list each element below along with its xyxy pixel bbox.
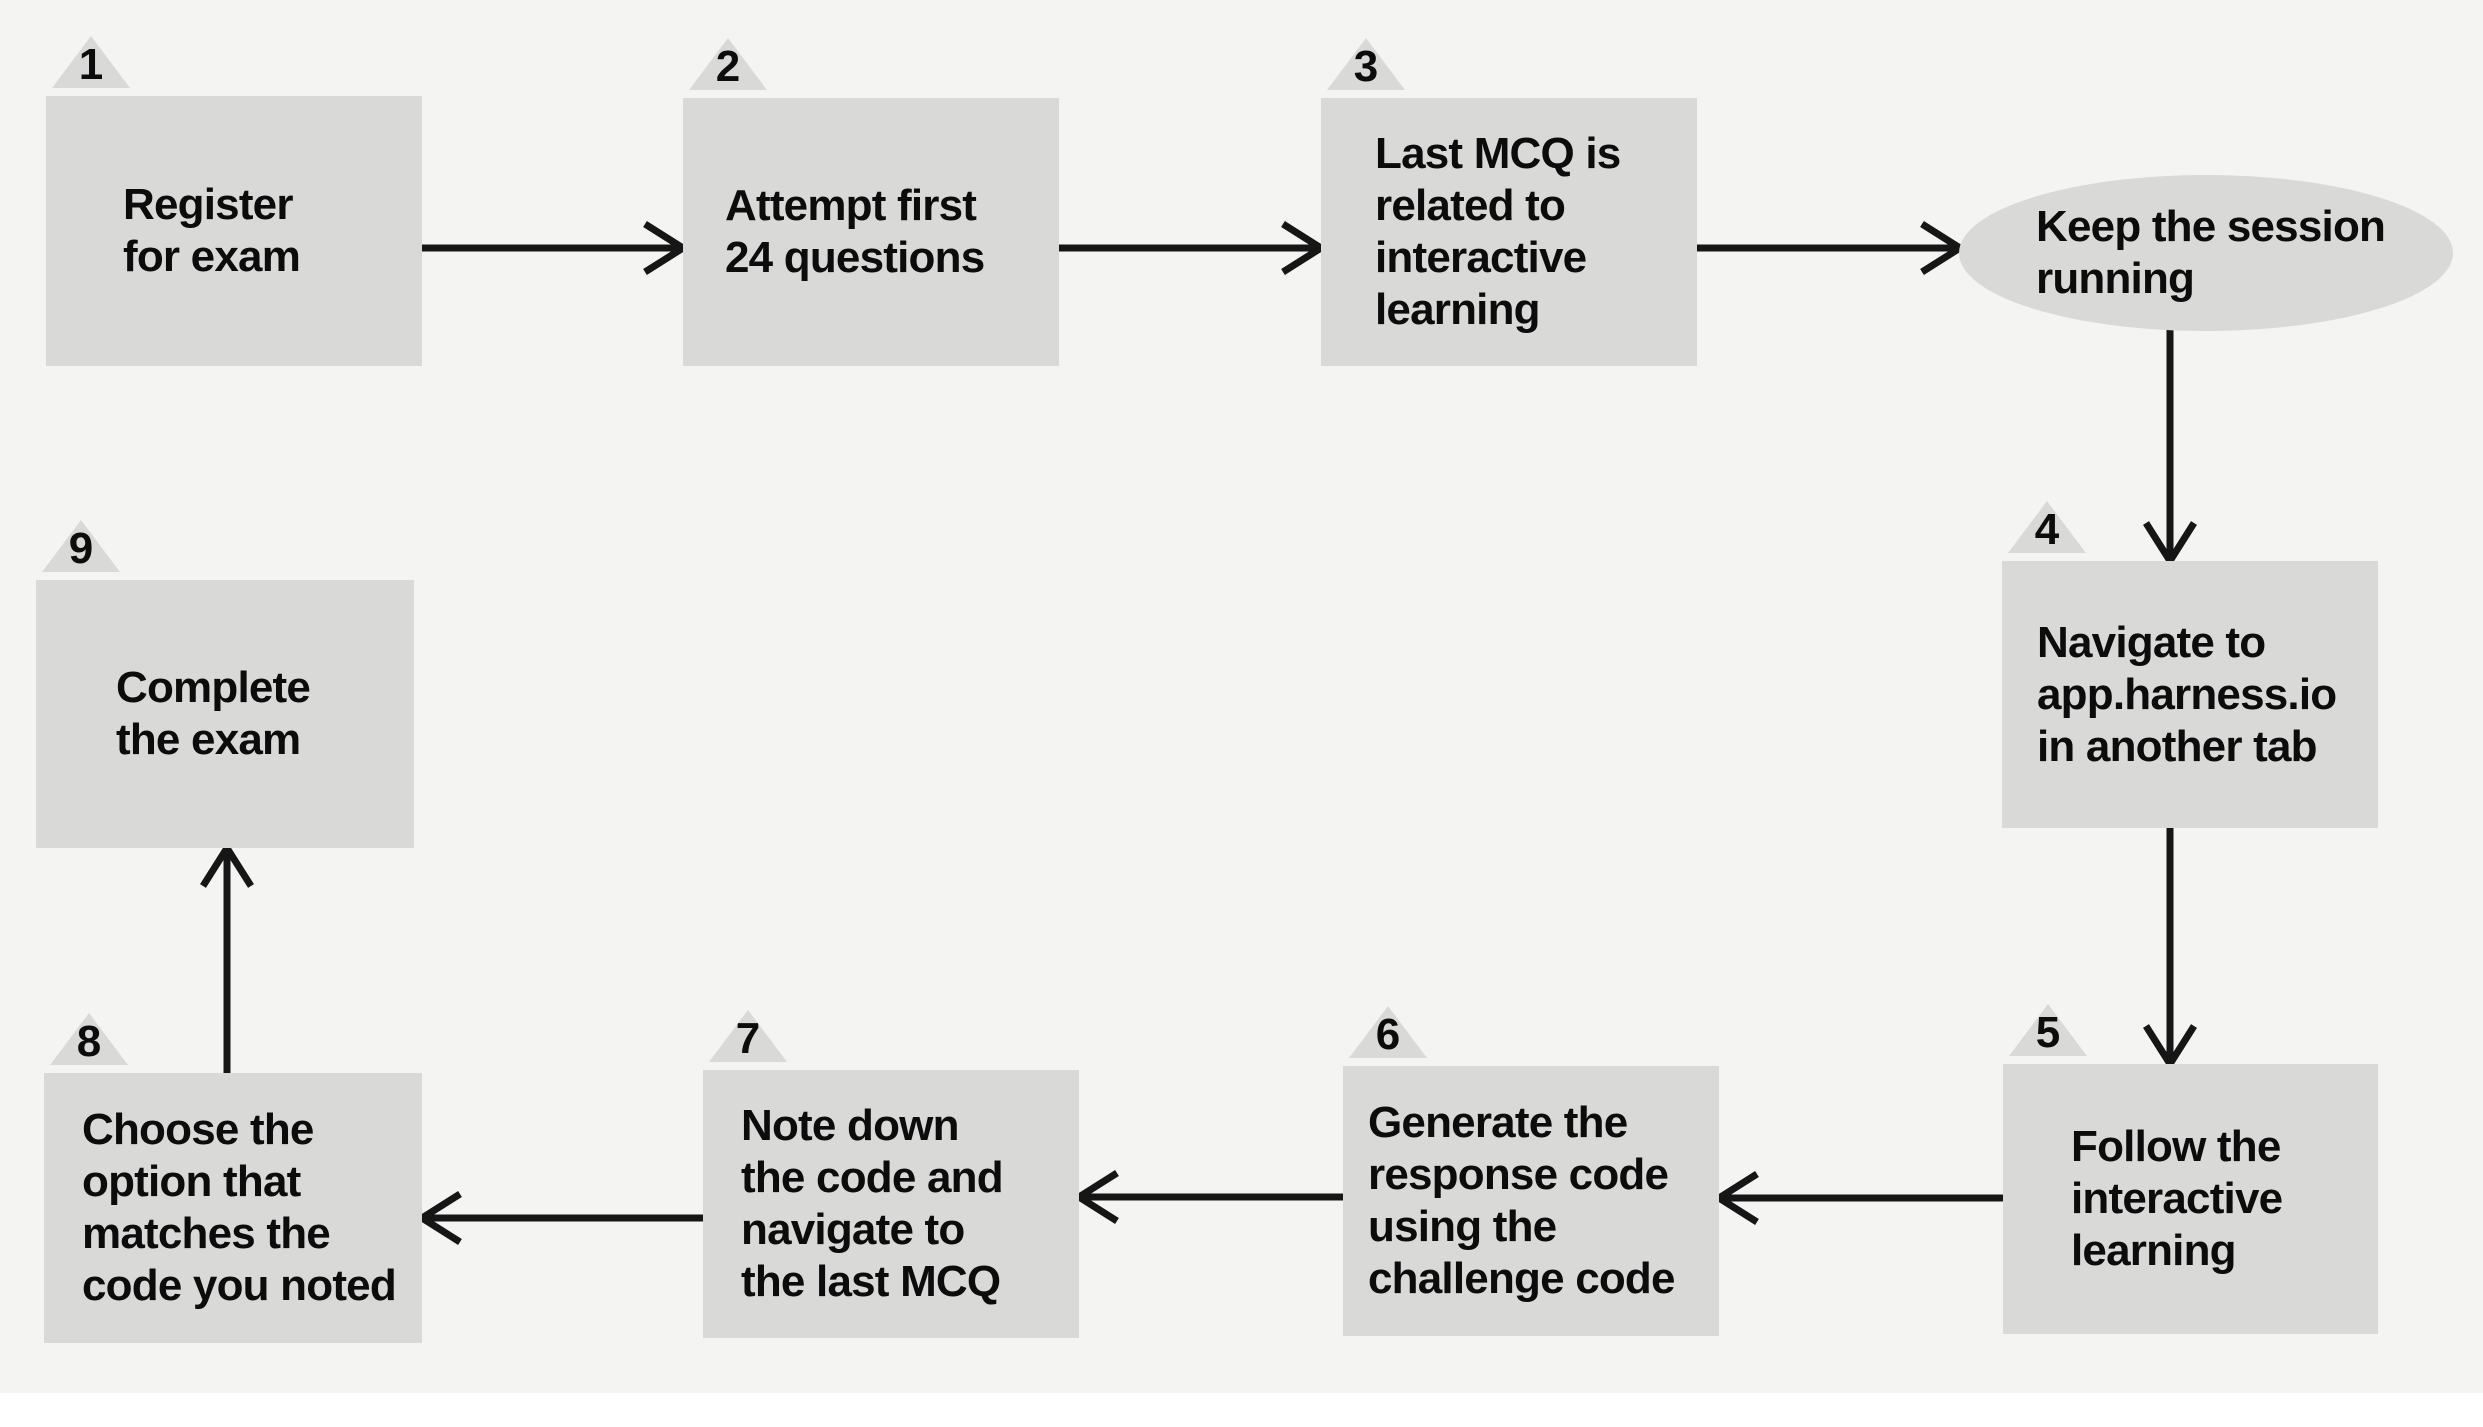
step-6-label: Generate the response code using the cha… <box>1368 1098 1675 1303</box>
step-9-label: Complete the exam <box>116 663 311 764</box>
step-number: 7 <box>735 1014 761 1063</box>
arrow-step2-step3 <box>1059 221 1328 275</box>
step-3-box: 3 Last MCQ is related to interactive lea… <box>1321 38 1697 366</box>
arrow-step8-step9 <box>200 841 254 1073</box>
step-number: 4 <box>2034 505 2060 554</box>
step-7-number-badge: 7 <box>709 1010 787 1062</box>
step-2-box: 2 Attempt first 24 questions <box>683 38 1059 366</box>
arrow-step3-keep-session <box>1697 221 1967 275</box>
step-6-box: 6 Generate the response code using the c… <box>1343 1006 1719 1336</box>
arrow-step6-step7 <box>1072 1170 1343 1224</box>
step-number: 5 <box>2035 1008 2061 1057</box>
step-8-label: Choose the option that matches the code … <box>82 1105 397 1310</box>
step-number: 2 <box>715 42 741 91</box>
arrow-step1-step2 <box>422 221 690 275</box>
step-6-number-badge: 6 <box>1349 1006 1427 1058</box>
step-number: 9 <box>68 524 94 573</box>
step-number: 3 <box>1353 42 1379 91</box>
step-3-label: Last MCQ is related to interactive learn… <box>1375 129 1621 334</box>
step-7-label: Note down the code and navigate to the l… <box>741 1101 1004 1306</box>
arrow-step7-step8 <box>415 1191 703 1245</box>
keep-session-ellipse: Keep the session running <box>1959 175 2453 331</box>
step-1-number-badge: 1 <box>52 36 130 88</box>
keep-session-label: Keep the session running <box>2036 202 2386 303</box>
step-5-box: 5 Follow the interactive learning <box>2003 1004 2378 1334</box>
step-2-number-badge: 2 <box>689 38 767 90</box>
step-8-box: 8 Choose the option that matches the cod… <box>44 1013 422 1343</box>
step-1-label: Register for exam <box>123 180 301 281</box>
step-number: 8 <box>76 1017 102 1066</box>
arrow-step5-step6 <box>1712 1171 2003 1225</box>
step-8-number-badge: 8 <box>50 1013 128 1065</box>
step-4-number-badge: 4 <box>2008 501 2086 553</box>
bottom-strip <box>0 1393 2483 1427</box>
step-1-box: 1 Register for exam <box>46 36 422 366</box>
step-number: 1 <box>78 40 104 89</box>
arrow-keep-session-step4 <box>2143 330 2197 568</box>
step-9-box: 9 Complete the exam <box>36 520 414 848</box>
step-number: 6 <box>1375 1010 1401 1059</box>
step-4-box: 4 Navigate to app.harness.io in another … <box>2002 501 2378 828</box>
step-7-box: 7 Note down the code and navigate to the… <box>703 1010 1079 1338</box>
step-2-label: Attempt first 24 questions <box>725 181 985 282</box>
step-3-number-badge: 3 <box>1327 38 1405 90</box>
step-9-number-badge: 9 <box>42 520 120 572</box>
step-5-label: Follow the interactive learning <box>2071 1122 2283 1275</box>
step-5-number-badge: 5 <box>2009 1004 2087 1056</box>
step-4-label: Navigate to app.harness.io in another ta… <box>2037 617 2337 771</box>
arrow-step4-step5 <box>2143 828 2197 1071</box>
